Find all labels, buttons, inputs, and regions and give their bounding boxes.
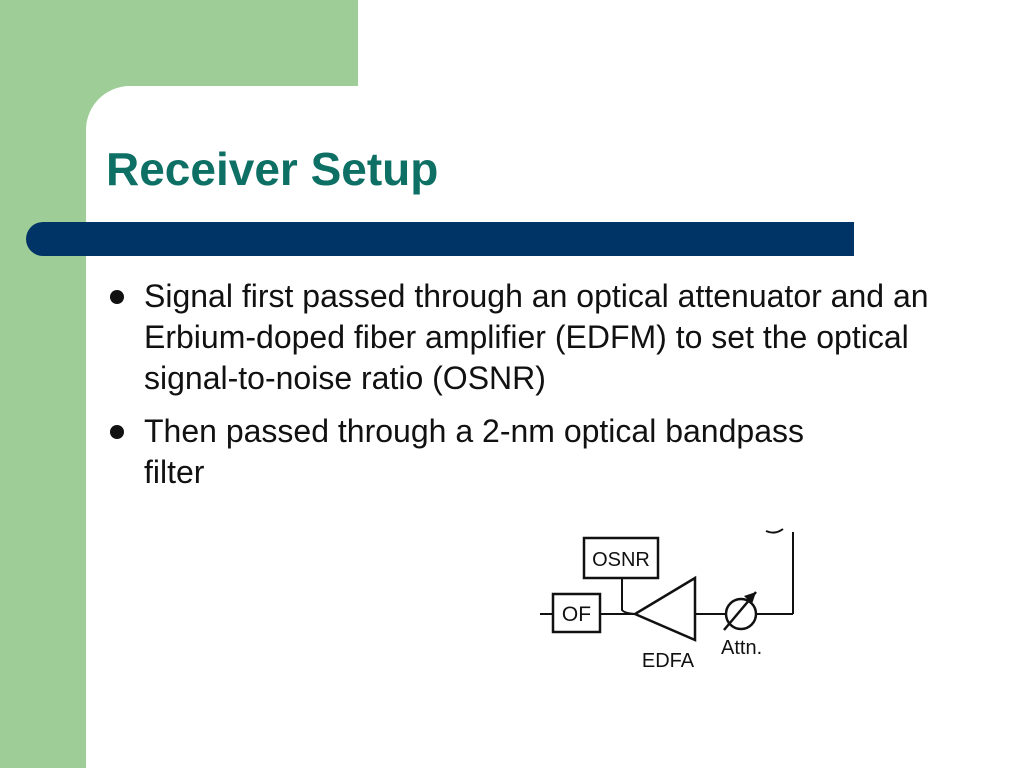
osnr-label: OSNR [592, 549, 650, 571]
slide-content-panel [86, 86, 1024, 768]
optical-filter-label: OF [562, 603, 591, 626]
bullet-dot [110, 290, 124, 304]
osnr-box [582, 536, 660, 580]
diagram-wires [540, 528, 794, 615]
bullet-text: Then passed through a 2-nm optical bandp… [144, 413, 804, 490]
optical-filter-box [551, 592, 602, 634]
bullet-dot [110, 425, 124, 439]
bullet-item-bandpass-filter: Then passed through a 2-nm optical bandp… [104, 411, 934, 493]
osnr-tap-wire [621, 578, 636, 615]
slide-top-panel [358, 0, 1024, 100]
title-divider [26, 222, 854, 256]
receiver-diagram: OSNR OF EDFA Attn. [540, 528, 794, 672]
bullet-item-osnr-setup: Signal first passed through an optical a… [104, 276, 934, 399]
loop-top-hook [765, 528, 784, 534]
attenuator-arrow-head [744, 592, 756, 604]
slide-title: Receiver Setup [106, 143, 439, 195]
edfa-amplifier-symbol [632, 575, 697, 642]
attenuator-symbol [724, 597, 758, 631]
bullet-list: Signal first passed through an optical a… [104, 276, 934, 505]
attenuator-label: Attn. [721, 637, 762, 659]
bullet-text: Signal first passed through an optical a… [144, 278, 929, 396]
edfa-label: EDFA [642, 650, 695, 672]
